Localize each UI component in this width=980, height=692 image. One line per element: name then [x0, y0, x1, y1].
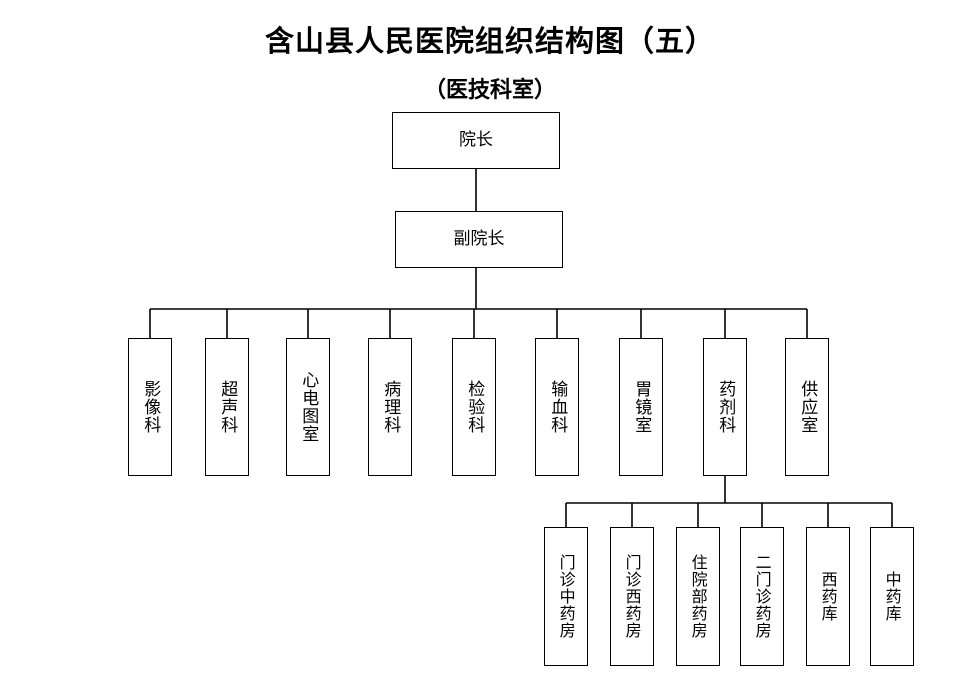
- president-box: 院长: [392, 112, 560, 169]
- department-label: 药剂科: [715, 380, 736, 434]
- pharmacy-unit-box: 住院部药房: [676, 527, 720, 666]
- department-label: 心电图室: [298, 371, 319, 443]
- department-label: 输血科: [547, 380, 568, 434]
- president-label: 院长: [459, 130, 493, 151]
- department-label: 供应室: [797, 380, 818, 434]
- pharmacy-unit-label: 住院部药房: [688, 554, 708, 639]
- vice-president-label: 副院长: [453, 229, 505, 250]
- department-label: 病理科: [380, 380, 401, 434]
- department-box: 检验科: [452, 338, 496, 476]
- page-title: 含山县人民医院组织结构图（五）: [264, 24, 715, 58]
- pharmacy-unit-box: 门诊西药房: [610, 527, 654, 666]
- vice-president-box: 副院长: [395, 211, 563, 268]
- department-label: 胃镜室: [631, 380, 652, 434]
- department-label: 超声科: [217, 380, 238, 434]
- department-box: 胃镜室: [619, 338, 663, 476]
- department-box: 供应室: [785, 338, 829, 476]
- department-label: 影像科: [140, 380, 161, 434]
- pharmacy-unit-box: 门诊中药房: [544, 527, 588, 666]
- pharmacy-unit-box: 二门诊药房: [740, 527, 784, 666]
- pharmacy-unit-label: 二门诊药房: [752, 554, 772, 639]
- pharmacy-unit-box: 西药库: [806, 527, 850, 666]
- department-box: 病理科: [368, 338, 412, 476]
- pharmacy-unit-label: 中药库: [882, 571, 902, 622]
- department-box: 影像科: [128, 338, 172, 476]
- pharmacy-unit-label: 西药库: [818, 571, 838, 622]
- department-box: 输血科: [535, 338, 579, 476]
- page-subtitle: （医技科室）: [423, 77, 556, 103]
- department-label: 检验科: [464, 380, 485, 434]
- pharmacy-unit-label: 门诊西药房: [622, 554, 642, 639]
- pharmacy-unit-label: 门诊中药房: [556, 554, 576, 639]
- department-box: 药剂科: [703, 338, 747, 476]
- department-box: 超声科: [205, 338, 249, 476]
- department-box: 心电图室: [286, 338, 330, 476]
- pharmacy-unit-box: 中药库: [870, 527, 914, 666]
